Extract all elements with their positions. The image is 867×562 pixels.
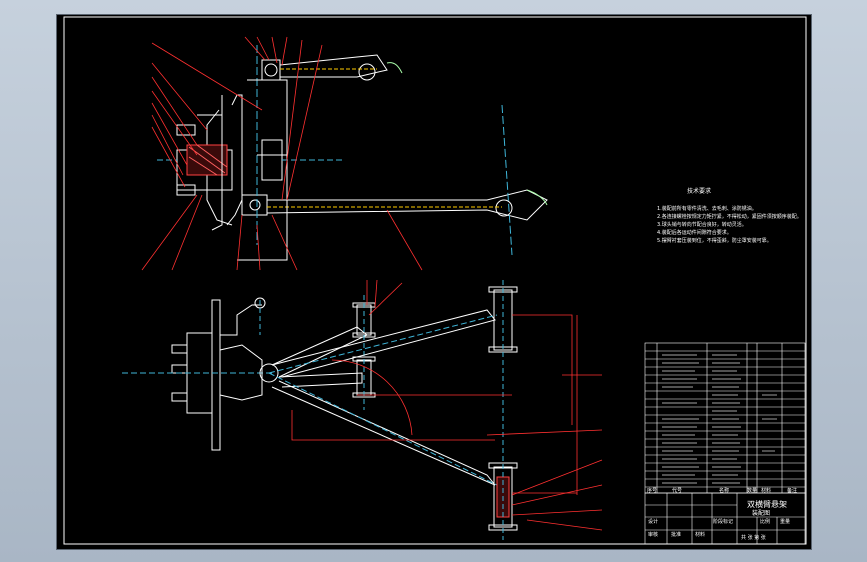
tech-requirements-title: 技术要求 (687, 187, 711, 195)
title-block-text: 双横臂悬架 装配图 设计 审核 批准 阶段标记 比例 重量 共 张 第 张 材料 (648, 499, 790, 541)
bom-header-qty: 数量 (747, 487, 757, 494)
bom-header-name: 名称 (719, 487, 729, 494)
upper-arm (279, 54, 388, 78)
knuckle-arm (226, 94, 243, 226)
label-scale: 比例 (760, 518, 770, 525)
steering-arm (220, 304, 262, 336)
lower-arm (266, 189, 548, 221)
lower-a-arm-rear (271, 380, 496, 486)
tech-req-line-3: 3.球头销与转向节配合良好，转动灵活。 (657, 221, 747, 228)
tech-requirements-block: 技术要求 1.装配前所有零件清洗、去毛刺、涂防锈油。 2.各连接螺栓按规定力矩拧… (657, 187, 802, 244)
upper-a-arm-rear (278, 372, 363, 388)
front-view-leaders (141, 36, 423, 271)
label-weight: 重量 (780, 518, 790, 525)
tech-req-line-4: 4.装配后各运动件间隙符合要求。 (657, 229, 732, 236)
label-sheet: 共 张 第 张 (741, 534, 766, 541)
bom-header-remark: 备注 (787, 487, 797, 494)
plan-view-dimensions (291, 279, 603, 531)
title-line-2: 装配图 (752, 509, 770, 517)
bom-header-index: 序号 (647, 487, 657, 494)
plan-view (122, 280, 518, 540)
label-material: 材料 (695, 531, 705, 538)
label-stage: 阶段标记 (713, 518, 733, 525)
lower-ball-joint (241, 194, 268, 216)
drawing-viewport[interactable]: 技术要求 1.装配前所有零件清洗、去毛刺、涂防锈油。 2.各连接螺栓按规定力矩拧… (56, 14, 812, 550)
hub-flange (211, 299, 221, 451)
bom-header-material: 材料 (761, 487, 771, 494)
label-approve: 批准 (671, 531, 681, 538)
tech-req-line-5: 5.摆臂衬套压装到位，不得歪斜，防尘罩安装可靠。 (657, 237, 772, 244)
bom-header-code: 代号 (672, 487, 682, 494)
upper-a-arm-front (271, 326, 368, 378)
label-design: 设计 (648, 518, 658, 525)
title-block (644, 492, 806, 545)
title-line-1: 双横臂悬架 (747, 499, 787, 509)
front-view (157, 45, 548, 261)
label-check: 审核 (648, 531, 658, 538)
tech-req-line-2: 2.各连接螺栓按规定力矩拧紧，不得松动，紧固件须按顺序装配。 (657, 213, 802, 220)
cad-drawing: 技术要求 1.装配前所有零件清洗、去毛刺、涂防锈油。 2.各连接螺栓按规定力矩拧… (63, 16, 807, 545)
bom-table (644, 342, 806, 494)
lower-a-arm-front (271, 309, 496, 378)
bom-header-row: 序号 代号 名称 数量 材料 备注 (647, 487, 797, 494)
tech-req-line-1: 1.装配前所有零件清洗、去毛刺、涂防锈油。 (657, 205, 757, 212)
outer-frame (63, 16, 807, 545)
